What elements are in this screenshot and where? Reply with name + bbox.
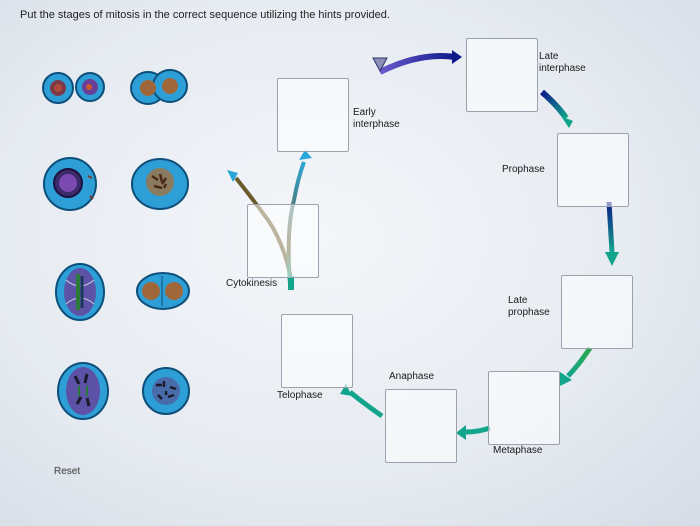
cell-image-prophase[interactable]	[130, 156, 192, 214]
label-anaphase: Anaphase	[389, 371, 435, 382]
arrow-to-metaphase	[566, 346, 593, 378]
slot-anaphase[interactable]	[385, 389, 457, 463]
label-cytokinesis: Cytokinesis	[226, 278, 278, 289]
cell-image-late-prophase[interactable]	[140, 365, 192, 417]
slot-late-interphase[interactable]	[466, 38, 538, 112]
label-prophase: Prophase	[502, 164, 545, 175]
label-late-interphase: Late interphase	[539, 51, 586, 74]
cell-image-cytokinesis[interactable]	[128, 66, 190, 108]
cell-image-telophase[interactable]	[134, 270, 192, 312]
slot-late-prophase[interactable]	[561, 275, 633, 349]
arrow-to-prophase	[540, 89, 569, 120]
slot-cytokinesis[interactable]	[247, 204, 319, 278]
slot-metaphase[interactable]	[488, 371, 560, 445]
label-telophase: Telophase	[277, 390, 323, 401]
arrow-to-anaphase	[465, 425, 491, 435]
cell-image-metaphase[interactable]	[52, 262, 110, 324]
label-early-interphase: Early interphase	[353, 107, 400, 130]
arrow-to-telophase	[348, 390, 384, 419]
reset-button[interactable]: Reset	[54, 466, 81, 477]
arrow-to-late-prophase	[606, 201, 615, 253]
slot-prophase[interactable]	[557, 133, 629, 207]
slot-early-interphase[interactable]	[277, 78, 349, 152]
label-metaphase: Metaphase	[493, 445, 543, 456]
cell-image-anaphase[interactable]	[55, 360, 113, 422]
label-late-prophase: Late prophase	[508, 295, 550, 318]
cell-image-late-interphase[interactable]	[42, 156, 102, 214]
slot-telophase[interactable]	[281, 314, 353, 388]
triangle-marker	[372, 57, 388, 73]
cell-image-early-interphase[interactable]	[40, 70, 110, 106]
instruction-text: Put the stages of mitosis in the correct…	[20, 9, 390, 21]
arrow-to-late-interphase	[378, 53, 456, 75]
